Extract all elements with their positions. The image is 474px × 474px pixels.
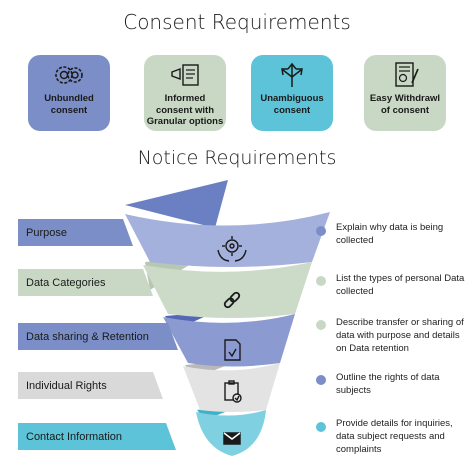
funnel-tier-data-categories [143, 262, 312, 318]
description-data-categories: List the types of personal Data collecte… [336, 273, 465, 297]
description-individual-rights: Outline the rights of data subjects [336, 372, 440, 396]
notice-label-purpose: Purpose [18, 219, 133, 246]
megaphone-document-icon [168, 61, 202, 89]
notice-title: Notice Requirements [137, 147, 337, 169]
description-data-sharing: Describe transfer or sharing of data wit… [336, 317, 464, 354]
card-unbundled-consent: Unbundled consent [28, 55, 110, 131]
hands-target-icon [217, 236, 247, 262]
bullet-dot [316, 422, 326, 432]
card-label: Unbundled consent [44, 93, 94, 116]
bullet-dot [316, 375, 326, 385]
document-share-icon [224, 339, 241, 361]
bullet-dot [316, 226, 326, 236]
notice-label-contact-information: Contact Information [18, 423, 176, 450]
card-label: Informed consent with Granular options [146, 93, 224, 127]
card-label: Unambiguous consent [260, 93, 324, 116]
card-easy-withdrawl: Easy Withdrawl of consent [364, 55, 446, 131]
bullet-dot [316, 320, 326, 330]
card-unambiguous-consent: Unambiguous consent [251, 55, 333, 131]
notice-label-data-sharing: Data sharing & Retention [18, 323, 178, 350]
funnel-tier-purpose [125, 212, 330, 267]
bullet-dot [316, 276, 326, 286]
envelope-icon [223, 432, 241, 445]
consent-title: Consent Requirements [123, 10, 351, 34]
description-purpose: Explain why data is being collected [336, 222, 444, 246]
gears-icon [52, 61, 86, 89]
description-contact-information: Provide details for inquiries, data subj… [336, 418, 453, 455]
card-informed-consent: Informed consent with Granular options [144, 55, 226, 131]
arrows-direction-icon [275, 61, 309, 89]
signed-document-icon [388, 61, 422, 89]
funnel-tier-individual-rights [183, 363, 280, 412]
link-icon [223, 291, 241, 309]
card-label: Easy Withdrawl of consent [369, 93, 441, 116]
notice-label-data-categories: Data Categories [18, 269, 153, 296]
notice-label-individual-rights: Individual Rights [18, 372, 163, 399]
clipboard-check-icon [224, 380, 242, 403]
